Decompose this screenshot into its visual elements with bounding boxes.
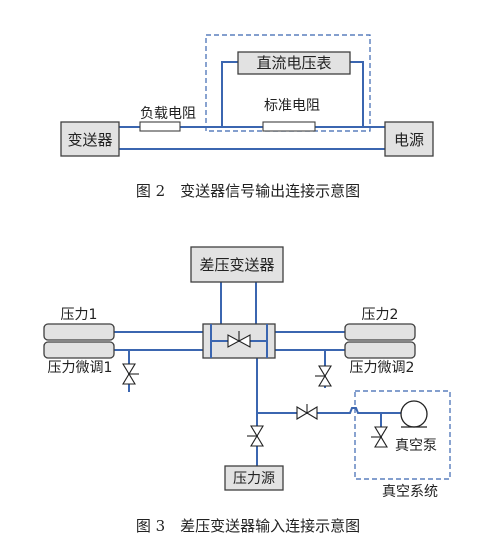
pressure-2-label: 压力2 bbox=[362, 307, 399, 323]
load-resistor-label: 负载电阻 bbox=[140, 106, 196, 122]
figure-2: 变送器 负载电阻 直流电压表 标准电阻 电源 图 2 变送器信号输出连接示意图 bbox=[60, 34, 434, 200]
dp-transmitter-label: 差压变送器 bbox=[199, 256, 274, 274]
transmitter-box bbox=[60, 121, 120, 157]
pressure-1-cylinder bbox=[43, 323, 115, 341]
standard-resistor-label: 标准电阻 bbox=[264, 98, 320, 114]
pipe-to-vacuum bbox=[257, 407, 401, 414]
figure-3: 差压变送器 压力1 压力微调1 压力2 压力微调2 压力源 真空泵 真空系统 图… bbox=[43, 246, 451, 535]
vacuum-pump-label: 真空泵 bbox=[395, 438, 437, 454]
dc-voltmeter-box bbox=[237, 51, 351, 75]
wire-voltmeter-right bbox=[350, 61, 364, 127]
pressure-source-box bbox=[224, 465, 284, 491]
pressure-fine-2-cylinder bbox=[344, 341, 416, 359]
valve-left-icon bbox=[122, 363, 139, 385]
valve-vacuum-icon bbox=[371, 426, 388, 448]
figure-2-caption: 图 2 变送器信号输出连接示意图 bbox=[136, 182, 360, 200]
vacuum-pump-icon bbox=[400, 400, 428, 428]
voltmeter-enclosure bbox=[205, 34, 371, 132]
vacuum-system-enclosure bbox=[354, 390, 451, 480]
pressure-fine-1-label: 压力微调1 bbox=[48, 360, 113, 376]
manifold-valve-icon-b bbox=[237, 334, 251, 348]
valve-right-icon bbox=[315, 365, 332, 387]
valve-main-icon bbox=[247, 425, 264, 447]
valve-vacuum-line-icon bbox=[296, 404, 318, 420]
pressure-source-label: 压力源 bbox=[233, 471, 275, 487]
load-resistor bbox=[139, 121, 181, 132]
transmitter-label: 变送器 bbox=[67, 131, 112, 149]
standard-resistor bbox=[262, 121, 316, 132]
pressure-fine-1-cylinder bbox=[43, 341, 115, 359]
vacuum-system-label: 真空系统 bbox=[382, 484, 438, 500]
dp-transmitter-box bbox=[190, 246, 284, 283]
wire-voltmeter-left bbox=[221, 61, 238, 127]
manifold-valve-icon bbox=[227, 334, 241, 348]
power-box bbox=[384, 121, 434, 157]
dc-voltmeter-label: 直流电压表 bbox=[256, 54, 331, 72]
figure-3-caption: 图 3 差压变送器输入连接示意图 bbox=[136, 517, 360, 535]
pressure-fine-2-label: 压力微调2 bbox=[350, 360, 415, 376]
pressure-2-cylinder bbox=[344, 323, 416, 341]
pressure-1-label: 压力1 bbox=[61, 307, 98, 323]
power-label: 电源 bbox=[394, 131, 424, 149]
